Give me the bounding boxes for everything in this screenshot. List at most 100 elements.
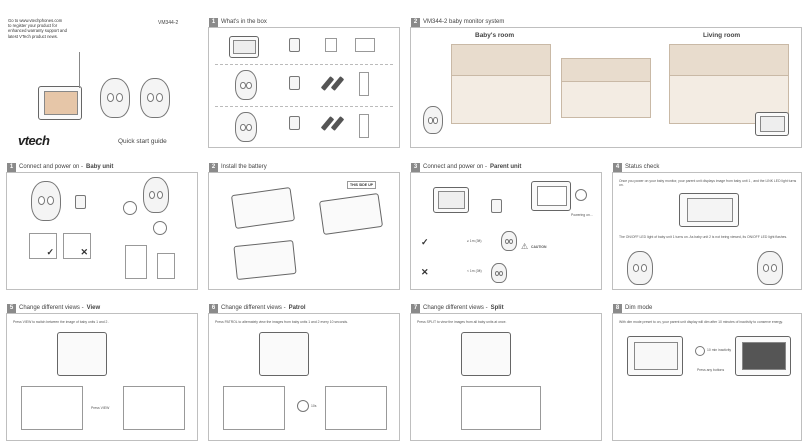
baby-unit-2-image — [757, 251, 783, 285]
check-icon: ✓ — [421, 237, 429, 247]
section-header: 3 Connect and power on - Parent unit — [411, 162, 521, 172]
section-header: 5 Change different views - View — [7, 303, 100, 313]
step-number: 3 — [411, 162, 420, 172]
screen-view-2 — [123, 386, 185, 430]
screen-view-1 — [223, 386, 285, 430]
adapter-image — [75, 195, 86, 209]
step-number: 8 — [613, 303, 622, 313]
step-number: 7 — [411, 303, 420, 313]
section-title-prefix: Connect and power on - — [423, 164, 488, 170]
cable-image — [325, 38, 337, 52]
section-header: 2 Install the battery — [209, 162, 267, 172]
status-panel: 4 Status check Once you power on your ba… — [612, 162, 802, 290]
house-illustration — [561, 58, 651, 118]
divider — [215, 106, 393, 107]
view-text: Press VIEW to switch between the image o… — [13, 320, 110, 324]
press-view-label: Press VIEW — [91, 406, 110, 410]
section-title: Dim mode — [625, 305, 653, 311]
section-header: 1 What's in the box — [209, 17, 267, 27]
baby-unit-image — [501, 231, 517, 251]
brand-logo: vtech — [18, 133, 50, 148]
baby-unit-image — [235, 70, 257, 100]
split-screen-view — [461, 386, 541, 430]
power-button-callout — [575, 189, 587, 201]
parent-unit-image — [531, 181, 571, 211]
baby-unit-image — [140, 78, 170, 118]
parent-unit-image — [433, 187, 469, 213]
distance-far-label: ≥ 1m (3ft) — [467, 239, 482, 243]
bracket-image — [359, 72, 369, 96]
step-number: 1 — [7, 162, 16, 172]
section-title-prefix: Change different views - — [221, 305, 286, 311]
patrol-panel: 6 Change different views - Patrol Press … — [208, 303, 400, 441]
adapter-image — [289, 116, 300, 130]
check-icon: ✓ — [46, 247, 54, 257]
section-title-bold: Baby unit — [86, 164, 114, 170]
patrol-text: Press PATROL to alternately view the ima… — [215, 320, 348, 324]
living-room-illustration — [669, 44, 789, 124]
detail-callout — [153, 221, 167, 235]
step-number: 1 — [209, 17, 218, 27]
parent-unit-image — [38, 86, 82, 120]
baby-unit-1-image — [627, 251, 653, 285]
timer-icon — [695, 346, 705, 356]
battery-panel: 2 Install the battery THIS SIDE UP — [208, 162, 400, 290]
parent-unit-back-image — [318, 192, 384, 236]
babys-room-label: Baby's room — [475, 32, 515, 39]
babys-room-illustration — [451, 44, 551, 124]
section-title: VM344-2 baby monitor system — [423, 19, 505, 25]
step-number: 6 — [209, 303, 218, 313]
section-title-bold: View — [86, 305, 101, 311]
section-title: What's in the box — [221, 19, 267, 25]
section-header: 7 Change different views - Split — [411, 303, 504, 313]
parent-unit-image — [679, 193, 739, 227]
parent-unit-dim — [735, 336, 791, 376]
baby-unit-image — [423, 106, 443, 134]
section-title-prefix: Change different views - — [423, 305, 488, 311]
view-panel: 5 Change different views - View Press VI… — [6, 303, 198, 441]
cross-icon: ✕ — [421, 267, 429, 277]
adapter-image — [289, 38, 300, 52]
caution-label: CAUTION — [531, 245, 547, 249]
status-text-2: The ON/OFF LED light of baby unit 1 turn… — [619, 235, 788, 239]
section-title-bold: Split — [490, 305, 504, 311]
parent-unit-back-image — [233, 239, 297, 281]
model-number: VM344-2 — [158, 20, 179, 26]
parent-unit-panel: 3 Connect and power on - Parent unit Pow… — [410, 162, 602, 290]
placement-ok: ✓ — [29, 233, 57, 259]
detail-callout — [123, 201, 137, 215]
adapter-image — [289, 76, 300, 90]
intro-line: Go to www.vtechphones.com — [8, 18, 63, 23]
intro-line: latest VTech product news. — [8, 33, 59, 39]
section-title-bold: Parent unit — [490, 164, 522, 170]
intro-line: enhanced warranty support and — [8, 28, 67, 34]
step-number: 4 — [613, 162, 622, 172]
system-panel: 2 VM344-2 baby monitor system Baby's roo… — [410, 17, 802, 148]
parent-unit-image — [755, 112, 789, 136]
parent-unit-image — [229, 36, 259, 58]
section-title: Status check — [625, 164, 660, 170]
step-number: 5 — [7, 303, 16, 313]
parent-unit-bright — [627, 336, 683, 376]
any-button-label: Press any buttons — [697, 368, 725, 372]
section-header: 6 Change different views - Patrol — [209, 303, 306, 313]
patrol-interval-label: 10s — [311, 404, 317, 408]
antenna-line — [79, 52, 80, 88]
baby-unit-image — [143, 177, 169, 213]
bracket-image — [359, 114, 369, 138]
dim-mode-panel: 8 Dim mode With dim mode preset to on, y… — [612, 303, 802, 441]
inactivity-label: 10 min inactivity — [707, 348, 732, 352]
parent-unit-image — [57, 332, 107, 376]
baby-unit-image — [235, 112, 257, 142]
screen-view-1 — [21, 386, 83, 430]
section-header: 2 VM344-2 baby monitor system — [411, 17, 504, 27]
parent-unit-image — [259, 332, 309, 376]
guide-subtitle: Quick start guide — [118, 138, 167, 145]
step-number: 2 — [209, 162, 218, 172]
split-text: Press SPLIT to view the images from all … — [417, 320, 507, 324]
box-contents-panel: 1 What's in the box — [208, 17, 400, 148]
section-title-prefix: Change different views - — [19, 305, 84, 311]
section-header: 8 Dim mode — [613, 303, 652, 313]
section-header: 4 Status check — [613, 162, 659, 172]
distance-near-label: < 1m (3ft) — [467, 269, 482, 273]
